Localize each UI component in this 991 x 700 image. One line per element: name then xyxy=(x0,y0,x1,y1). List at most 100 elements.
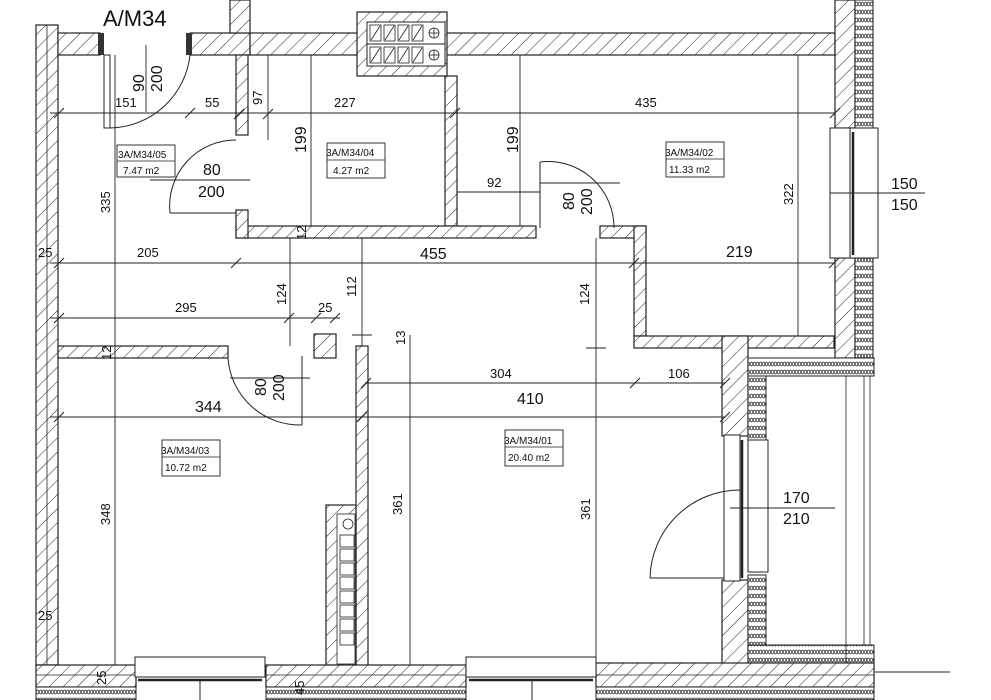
opening-door-room-03: 80 200 xyxy=(253,374,288,401)
wall-under-04 xyxy=(235,225,537,239)
room-area: 11.33 m2 xyxy=(669,165,710,176)
opening-entrance-door: 90 200 xyxy=(131,65,166,92)
dim-12-b: 12 xyxy=(99,346,114,360)
unit-title: A/M34 xyxy=(103,6,167,31)
dim-12-a: 12 xyxy=(294,226,309,240)
opening-height: 210 xyxy=(783,511,810,528)
opening-height: 200 xyxy=(198,184,225,201)
dim-205: 205 xyxy=(137,245,159,260)
dim-25-d: 25 xyxy=(94,671,109,685)
insulation-right-mid xyxy=(854,257,874,359)
opening-height: 200 xyxy=(579,188,596,215)
dim-45: 45 xyxy=(292,681,307,695)
dim-335: 335 xyxy=(98,191,113,213)
dim-410: 410 xyxy=(517,391,544,408)
wall-corner-04 xyxy=(235,209,249,239)
dim-304: 304 xyxy=(490,366,512,381)
window-room-03 xyxy=(134,656,266,700)
door-room-02 xyxy=(539,161,615,229)
opening-door-room-05: 80 200 xyxy=(198,162,225,201)
opening-width: 80 xyxy=(561,192,578,210)
wall-04-02 xyxy=(444,75,458,227)
column-small xyxy=(313,333,337,359)
insulation-bottom-2 xyxy=(265,686,467,700)
room-id: 3A/M34/01 xyxy=(504,436,553,447)
insulation-balcony-foot xyxy=(747,644,875,664)
dim-13: 13 xyxy=(393,331,408,345)
dim-361-a: 361 xyxy=(390,493,405,515)
room-tag-03: 3A/M34/03 10.72 m2 xyxy=(161,439,221,477)
room-tag-05: 3A/M34/05 7.47 m2 xyxy=(116,144,176,178)
wall-01-right-top xyxy=(721,335,749,437)
wall-top-03 xyxy=(57,345,229,359)
opening-height: 150 xyxy=(891,197,918,214)
room-id: 3A/M34/03 xyxy=(161,446,210,457)
opening-width: 150 xyxy=(891,176,918,193)
room-id: 3A/M34/04 xyxy=(326,148,375,159)
dim-361-b: 361 xyxy=(578,498,593,520)
wall-top-mid xyxy=(189,32,251,56)
wall-bottom-1 xyxy=(35,664,137,688)
dim-55: 55 xyxy=(205,95,219,110)
wall-03-01 xyxy=(355,345,369,667)
window-room-01 xyxy=(465,656,597,700)
dim-435: 435 xyxy=(635,95,657,110)
dim-227: 227 xyxy=(334,95,356,110)
dim-344: 344 xyxy=(195,399,222,416)
dim-92: 92 xyxy=(487,175,501,190)
door-room-03 xyxy=(227,356,303,426)
labels: A/M34 151 55 227 435 92 25 205 455 219 2… xyxy=(38,6,918,695)
insulation-bottom-1 xyxy=(35,686,137,700)
door-room-05 xyxy=(169,139,237,214)
dim-219: 219 xyxy=(726,244,753,261)
wall-05-04 xyxy=(235,54,249,136)
room-tag-02: 3A/M34/02 11.33 m2 xyxy=(665,141,725,178)
dim-455: 455 xyxy=(420,246,447,263)
wall-right-top xyxy=(834,0,856,129)
insulation-bottom-3 xyxy=(595,686,875,700)
opening-window-room-02: 150 150 xyxy=(891,176,918,214)
insulation-balcony-bottom xyxy=(747,574,767,646)
room-area: 20.40 m2 xyxy=(508,453,550,464)
dim-151: 151 xyxy=(115,95,137,110)
opening-width: 170 xyxy=(783,490,810,507)
balcony-door-swing xyxy=(649,489,741,579)
insulation-right-top xyxy=(854,0,874,129)
dim-97: 97 xyxy=(250,91,265,105)
room-id: 3A/M34/02 xyxy=(665,148,714,159)
dim-348: 348 xyxy=(98,503,113,525)
dim-25-c: 25 xyxy=(38,608,52,623)
vent-ducts-bottom xyxy=(336,513,356,665)
room-tag-01: 3A/M34/01 20.40 m2 xyxy=(504,429,564,467)
opening-door-room-02: 80 200 xyxy=(561,188,596,215)
opening-height: 200 xyxy=(149,65,166,92)
wall-stepped-vertical xyxy=(633,225,647,337)
wall-top-right xyxy=(249,32,836,56)
opening-balcony-door: 170 210 xyxy=(783,490,810,528)
insulation-balcony-head xyxy=(747,357,875,377)
room-tag-04: 3A/M34/04 4.27 m2 xyxy=(326,142,386,179)
dim-124-a: 124 xyxy=(274,283,289,305)
vent-ducts-top xyxy=(366,21,446,67)
opening-width: 80 xyxy=(253,378,270,396)
wall-stair-left xyxy=(229,0,251,34)
wall-01-right-bottom xyxy=(721,579,749,667)
room-area: 4.27 m2 xyxy=(333,166,370,177)
dim-124-b: 124 xyxy=(577,283,592,305)
opening-width: 90 xyxy=(131,74,148,92)
wall-right-mid xyxy=(834,257,856,359)
dim-322: 322 xyxy=(781,183,796,205)
opening-width: 80 xyxy=(203,162,221,179)
walls xyxy=(35,0,879,700)
room-area: 7.47 m2 xyxy=(123,166,160,177)
room-area: 10.72 m2 xyxy=(165,463,207,474)
entrance-door xyxy=(98,33,192,129)
dim-112: 112 xyxy=(344,276,359,297)
opening-height: 200 xyxy=(271,374,288,401)
dimension-lines xyxy=(50,45,950,673)
dim-199-b: 199 xyxy=(505,126,522,153)
dim-25-b: 25 xyxy=(318,300,332,315)
room-id: 3A/M34/05 xyxy=(118,150,167,161)
